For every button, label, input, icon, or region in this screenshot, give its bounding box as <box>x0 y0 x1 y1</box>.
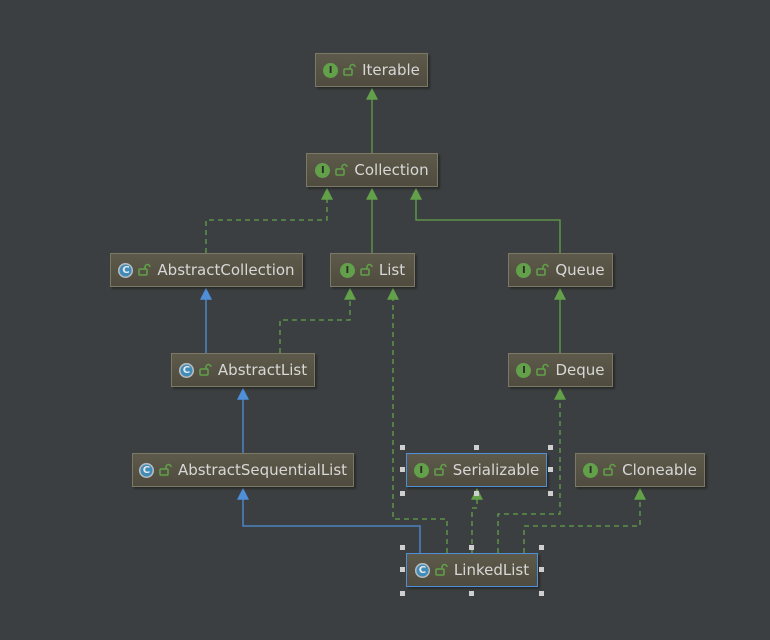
abstract-class-icon: C <box>138 462 154 478</box>
public-access-icon <box>536 263 550 276</box>
edge-linked-list-to-cloneable <box>523 487 646 553</box>
node-label: AbstractCollection <box>157 261 295 279</box>
selection-handle[interactable] <box>400 567 405 572</box>
edge-linked-list-to-serializable <box>471 487 483 553</box>
node-queue[interactable]: I Queue <box>508 253 613 287</box>
selection-handle[interactable] <box>539 591 544 596</box>
selection-handle[interactable] <box>400 591 405 596</box>
public-access-icon <box>536 363 550 376</box>
public-access-icon <box>360 263 373 276</box>
node-list[interactable]: I List <box>330 253 415 287</box>
edge-abstract-list-to-list <box>279 287 356 353</box>
interface-icon: I <box>516 262 532 278</box>
node-iterable[interactable]: I Iterable <box>315 53 428 87</box>
edge-linked-list-to-list <box>387 287 448 553</box>
selection-handle[interactable] <box>548 491 553 496</box>
node-label: AbstractList <box>217 361 308 379</box>
public-access-icon <box>199 363 212 376</box>
node-collection[interactable]: I Collection <box>306 153 438 187</box>
class-icon: C <box>414 562 430 578</box>
public-access-icon <box>343 63 356 76</box>
abstract-class-icon: C <box>178 362 194 378</box>
public-access-icon <box>435 563 448 576</box>
node-serializable[interactable]: I Serializable <box>406 453 547 487</box>
selection-handle[interactable] <box>469 545 474 550</box>
public-access-icon <box>159 463 172 476</box>
public-access-icon <box>603 463 616 476</box>
selection-handle[interactable] <box>548 445 553 450</box>
edge-linked-list-to-abstract-sequential-list <box>237 487 421 553</box>
node-label: List <box>378 261 406 279</box>
public-access-icon <box>335 163 349 176</box>
node-abstract-sequential-list[interactable]: C AbstractSequentialList <box>132 453 354 487</box>
public-access-icon <box>433 463 447 476</box>
selection-handle[interactable] <box>473 445 479 450</box>
node-label: Queue <box>555 261 605 279</box>
selection-handle[interactable] <box>400 545 405 550</box>
edge-layer <box>200 87 646 553</box>
interface-icon: I <box>339 262 355 278</box>
node-deque[interactable]: I Deque <box>508 353 613 387</box>
selection-handle[interactable] <box>400 467 405 472</box>
interface-icon: I <box>323 62 339 78</box>
node-label: Cloneable <box>622 461 697 479</box>
node-label: AbstractSequentialList <box>177 461 348 479</box>
edge-linked-list-to-deque <box>497 387 566 553</box>
node-linked-list[interactable]: C LinkedList <box>406 553 538 587</box>
interface-icon: I <box>413 462 429 478</box>
node-label: Iterable <box>362 61 420 79</box>
selection-handle[interactable] <box>400 491 405 496</box>
edge-abstract-collection-to-collection <box>205 187 333 253</box>
node-label: LinkedList <box>453 561 530 579</box>
public-access-icon <box>138 263 152 276</box>
selection-handle[interactable] <box>469 591 474 596</box>
node-cloneable[interactable]: I Cloneable <box>575 453 705 487</box>
selection-handle[interactable] <box>539 567 544 572</box>
node-label: Deque <box>555 361 605 379</box>
selection-handle[interactable] <box>539 545 544 550</box>
selection-handle[interactable] <box>473 491 479 496</box>
node-abstract-list[interactable]: C AbstractList <box>171 353 315 387</box>
selection-handle[interactable] <box>548 467 553 472</box>
edge-queue-to-collection <box>410 187 561 253</box>
interface-icon: I <box>315 162 331 178</box>
interface-icon: I <box>583 462 599 478</box>
selection-handle[interactable] <box>400 445 405 450</box>
node-label: Serializable <box>452 461 540 479</box>
abstract-class-icon: C <box>118 262 134 278</box>
interface-icon: I <box>516 362 532 378</box>
node-abstract-collection[interactable]: C AbstractCollection <box>110 253 303 287</box>
node-label: Collection <box>354 161 429 179</box>
